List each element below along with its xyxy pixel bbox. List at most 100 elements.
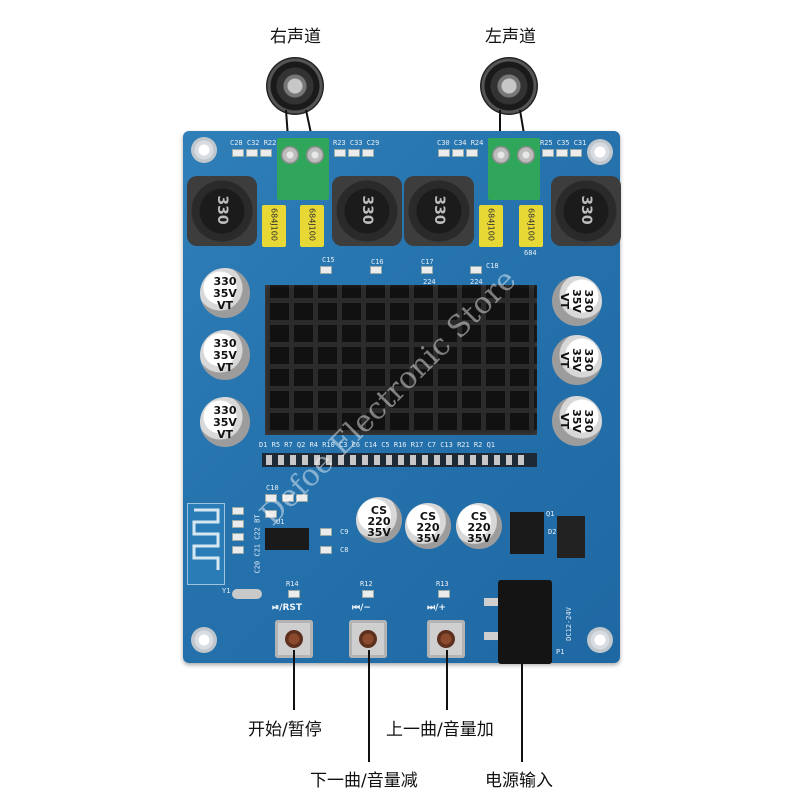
electrolytic-capacitor-small: CS 220 35V	[405, 503, 451, 549]
silk-c9: C9	[340, 528, 349, 536]
silk-684: 684	[524, 249, 537, 257]
ecap-text-1: CS	[419, 510, 437, 523]
silk-u1: U1	[276, 518, 285, 526]
smd-part	[362, 590, 374, 598]
silk-c28: C28 C32 R22	[230, 139, 277, 147]
smd-part	[232, 533, 244, 541]
ecap-text-2: 35V	[213, 349, 237, 362]
smd-part	[320, 528, 332, 536]
electrolytic-capacitor-small: CS 220 35V	[356, 497, 402, 543]
ecap-text-3: VT	[216, 361, 234, 374]
button-cap	[359, 630, 377, 648]
ycap-label: 684J100	[269, 208, 279, 241]
ecap-text-3: VT	[558, 292, 571, 310]
silk-c17: C17	[421, 258, 434, 266]
ecap-text-2: 220	[416, 521, 440, 534]
power-wire	[521, 664, 523, 762]
pin	[446, 455, 452, 465]
next-vol-up-label: 上一曲/音量加	[386, 720, 494, 740]
ecap-text-2: 35V	[570, 348, 583, 372]
electrolytic-capacitor: 330 35V VT	[200, 330, 250, 380]
inductor-label: 330	[214, 195, 230, 225]
smd-part	[265, 510, 277, 518]
pin	[434, 455, 440, 465]
ecap-text-1: 330	[582, 409, 595, 433]
right-channel-label: 右声道	[270, 27, 321, 47]
dc-power-jack[interactable]	[498, 580, 552, 664]
button-cap	[437, 630, 455, 648]
ecap-text-2: 220	[467, 521, 491, 534]
smd-part	[296, 494, 308, 502]
screw-icon	[492, 146, 510, 164]
ecap-text-3: VT	[216, 299, 234, 312]
ecap-text-3: 35V	[416, 532, 440, 545]
left-speaker-terminal	[488, 138, 540, 200]
pin	[494, 455, 500, 465]
electrolytic-capacitor: 330 35V VT	[552, 276, 602, 326]
btn1-label: ⏯/RST	[272, 603, 303, 613]
silk-c15: C15	[322, 256, 335, 264]
ecap-text-1: CS	[370, 504, 388, 517]
ecap-text-3: 35V	[467, 532, 491, 545]
mount-hole-tl	[191, 137, 217, 163]
pin	[374, 455, 380, 465]
left-speaker-icon	[480, 57, 538, 115]
pin	[482, 455, 488, 465]
jack-pin	[484, 598, 498, 606]
silk-c18: C18	[486, 262, 499, 270]
pin	[422, 455, 428, 465]
smd-part	[246, 149, 258, 157]
ecap-text-2: 35V	[570, 409, 583, 433]
pin	[314, 455, 320, 465]
inductor: 330	[551, 176, 621, 246]
inductor-label: 330	[431, 195, 447, 225]
crystal	[232, 589, 262, 599]
voltage-regulator	[510, 512, 544, 554]
silk-y1: Y1	[222, 587, 231, 595]
silk-224b: 224	[470, 278, 483, 286]
smd-part	[438, 590, 450, 598]
pin	[350, 455, 356, 465]
ycap-label: 684J100	[307, 208, 317, 241]
smd-part	[288, 590, 300, 598]
pin	[278, 455, 284, 465]
silk-c16: C16	[371, 258, 384, 266]
right-speaker-icon	[266, 57, 324, 115]
ycap-label: 684J100	[526, 208, 536, 241]
btn2-label: ⏮/−	[352, 603, 371, 613]
pin	[326, 455, 332, 465]
pin	[338, 455, 344, 465]
jack-pin	[484, 632, 498, 640]
ecap-text-3: VT	[558, 351, 571, 369]
play-pause-label: 开始/暂停	[248, 720, 322, 740]
silk-c20: C20 C21 C22 BT	[253, 514, 262, 574]
ecap-text-1: CS	[470, 510, 488, 523]
electrolytic-capacitor: 330 35V VT	[552, 396, 602, 446]
smd-part	[334, 149, 346, 157]
smd-part	[282, 494, 294, 502]
ecap-text-2: 35V	[213, 416, 237, 429]
btn3-label: ⏭/+	[427, 603, 446, 613]
ecap-text-2: 220	[367, 515, 391, 528]
smd-part	[542, 149, 554, 157]
silk-d2: D2	[548, 528, 557, 536]
heatsink	[265, 285, 537, 435]
ecap-text-1: 330	[582, 289, 595, 313]
play-pause-wire	[293, 650, 295, 710]
smd-part	[232, 149, 244, 157]
silk-r23: R23 C33 C29	[333, 139, 380, 147]
ecap-text-3: VT	[558, 412, 571, 430]
ecap-text-1: 330	[213, 337, 237, 350]
inductor: 330	[187, 176, 257, 246]
diode	[557, 516, 585, 558]
right-speaker-terminal	[277, 138, 329, 200]
smd-part	[232, 520, 244, 528]
screw-icon	[306, 146, 324, 164]
silk-r14: R14	[286, 580, 299, 588]
ecap-text-2: 35V	[213, 287, 237, 300]
ecap-text-1: 330	[213, 404, 237, 417]
bluetooth-antenna	[187, 503, 225, 585]
ecap-text-3: VT	[216, 428, 234, 441]
pin	[518, 455, 524, 465]
bluetooth-chip	[265, 528, 309, 550]
